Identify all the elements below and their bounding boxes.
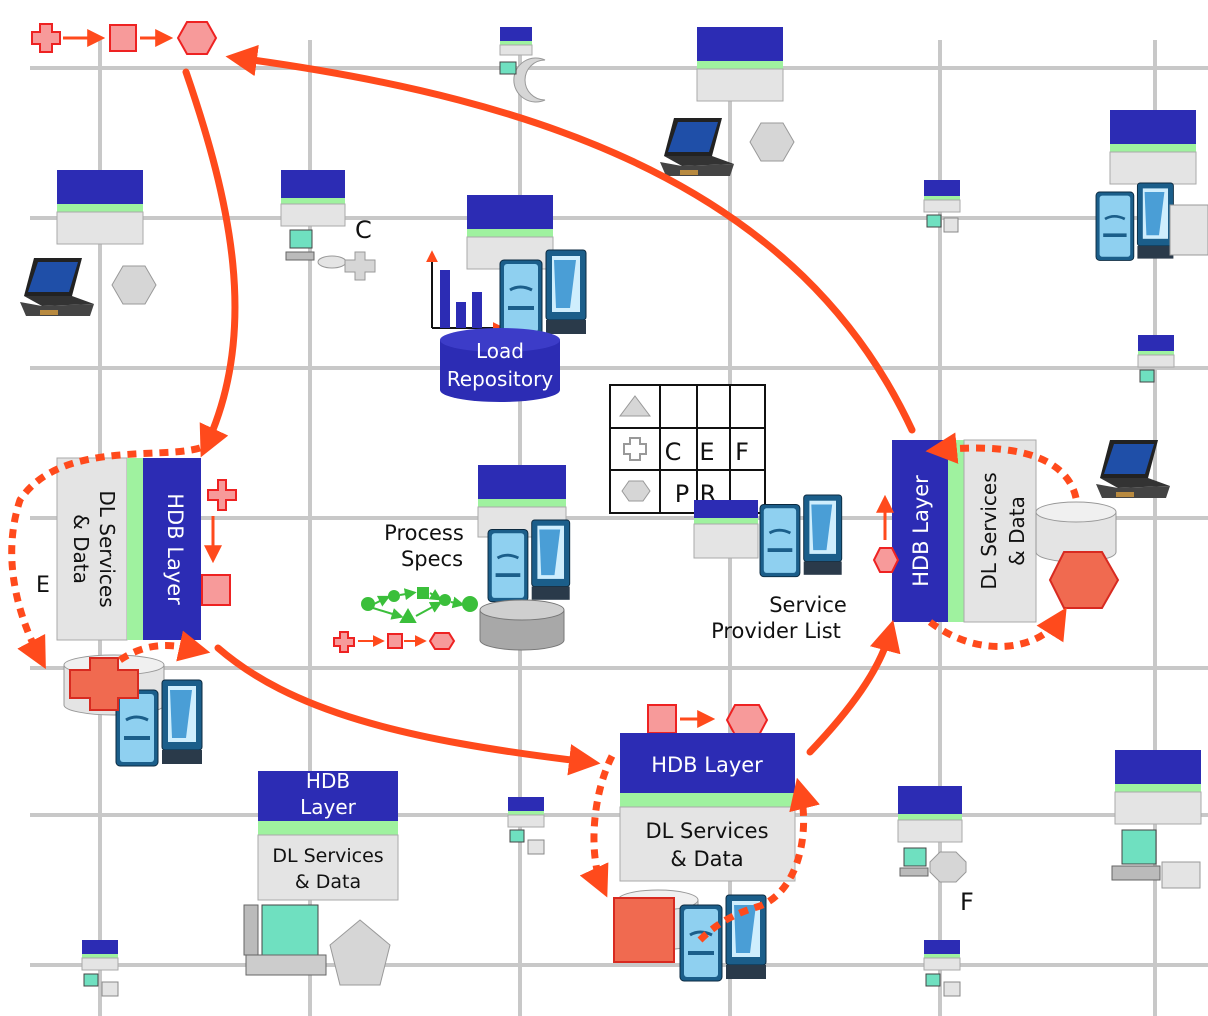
flow-arrows: [182, 44, 916, 776]
node-left-hdb: HDB Layer: [163, 493, 187, 605]
pentagon-icon: [329, 919, 391, 986]
host-top-laptop: [660, 26, 795, 176]
host-c: C: [280, 170, 376, 281]
square-icon: [109, 24, 137, 52]
node-left: HDB Layer DL Services & Data E: [36, 457, 237, 768]
node-right-hdb: HDB Layer: [909, 475, 933, 587]
node-left-dl-1: DL Services: [95, 490, 119, 607]
cross-icon: [31, 23, 61, 53]
hexagon-icon: [621, 480, 651, 502]
cross-icon: [623, 437, 647, 461]
host-left-laptop: [20, 169, 157, 316]
node-bl-dl-1: DL Services: [272, 845, 383, 867]
table-f: F: [735, 438, 749, 466]
table-e: E: [699, 438, 714, 466]
load-label-2: Repository: [447, 367, 554, 391]
crescent-icon: [513, 57, 546, 103]
table-p: P: [675, 480, 689, 508]
provider-table: C E F P R: [609, 384, 766, 514]
hexagon-icon: [176, 21, 218, 55]
host-top-right: [1094, 109, 1208, 262]
table-c: C: [665, 438, 682, 466]
node-bc-dl-1: DL Services: [645, 819, 768, 843]
node-bottom-center: HDB Layer DL Services & Data: [613, 704, 796, 983]
triangle-icon: [619, 395, 651, 417]
load-repository: Load Repository: [426, 194, 588, 402]
service-label-2: Provider List: [711, 619, 841, 643]
node-bottom-left: HDB Layer DL Services & Data: [243, 769, 399, 986]
load-label-1: Load: [476, 339, 524, 363]
host-bottom-right: [1111, 749, 1202, 889]
process-sequence-top: [31, 21, 218, 55]
process-specs: Process Specs: [333, 465, 572, 653]
node-right: HDB Layer DL Services & Data: [872, 439, 1170, 623]
node-bl-hdb-1: HDB: [306, 769, 350, 793]
local-flow-arrows: [8, 432, 1080, 943]
node-e-label: E: [36, 573, 50, 598]
host-small-right-2: [1137, 335, 1175, 383]
host-small-bottom-left: [81, 940, 119, 997]
arrow-icon: [806, 619, 901, 756]
host-top-center: [499, 27, 546, 103]
host-small-bottom-right: [923, 940, 961, 997]
process-label-2: Specs: [401, 547, 463, 571]
service-provider-host: Service Provider List: [693, 493, 847, 643]
node-bc-hdb: HDB Layer: [651, 753, 763, 777]
node-right-dl-1: DL Services: [977, 472, 1001, 589]
node-right-dl-2: & Data: [1005, 496, 1029, 566]
arrow-icon: [182, 68, 239, 458]
node-c-label: C: [355, 216, 372, 244]
node-f-label: F: [960, 888, 974, 916]
node-left-dl-2: & Data: [69, 514, 93, 584]
arrow-icon: [225, 44, 916, 434]
arrow-icon: [214, 644, 601, 776]
node-bc-dl-2: & Data: [670, 847, 743, 871]
node-bl-hdb-2: Layer: [300, 795, 357, 819]
bar-chart-icon: [426, 250, 505, 334]
database-icon: [440, 340, 560, 402]
host-small-bottom-center: [507, 797, 545, 855]
process-label-1: Process: [384, 521, 464, 545]
host-f: F: [897, 786, 974, 916]
service-label-1: Service: [769, 593, 847, 617]
node-bl-dl-2: & Data: [295, 871, 361, 893]
host-small-right-1: [923, 180, 961, 233]
